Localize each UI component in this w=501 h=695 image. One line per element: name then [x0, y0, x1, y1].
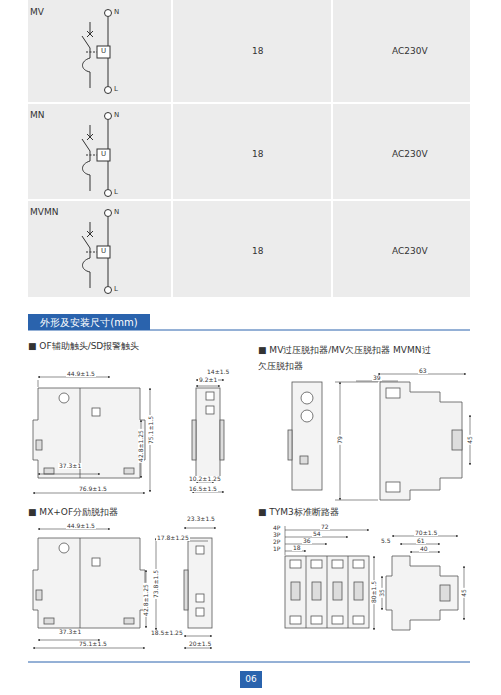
- dimension-label: 45: [467, 435, 473, 445]
- table-cell: AC230V: [392, 247, 428, 256]
- table-cell: MV: [30, 8, 44, 17]
- dimension-lines: [33, 377, 150, 493]
- pole-label: 4P: [272, 525, 281, 531]
- terminal-label: N: [114, 112, 119, 119]
- dimension-lines: [33, 528, 216, 648]
- terminal-label: L: [114, 286, 118, 293]
- section-heading-band: 外形及安装尺寸(mm): [28, 314, 150, 330]
- dimension-label: 9.2±1: [198, 377, 218, 383]
- table-cell: AC230V: [392, 150, 428, 159]
- table-cell: MN: [30, 111, 45, 120]
- page-number-box: 06: [240, 671, 262, 688]
- pole-label: 3P: [272, 532, 281, 538]
- voltage-release-front: [288, 382, 322, 490]
- table-cell: AC230V: [392, 47, 428, 56]
- dimension-label: 37.3±1: [58, 463, 82, 469]
- dimension-label: 76.9±1.5: [78, 486, 108, 492]
- section-subheading: ■ TYM3标准断路器: [258, 508, 339, 517]
- table-cell: MVMN: [30, 208, 58, 217]
- dimension-label: 54: [312, 531, 322, 537]
- breaker-side: [386, 556, 458, 630]
- table-cell: 18: [252, 150, 263, 159]
- dimension-label: 73.8±1.5: [153, 569, 159, 599]
- release-symbol: [82, 10, 112, 94]
- coil-symbol-label: U: [101, 48, 106, 55]
- dimension-label: 39: [372, 375, 382, 381]
- dimension-label: 80±1.5: [371, 580, 377, 604]
- dimension-label: 42.8±1.25: [138, 429, 144, 463]
- dimension-label: 75.1±1.5: [148, 415, 154, 445]
- release-symbol: [82, 113, 112, 197]
- dimension-label: 40: [419, 546, 429, 552]
- dimension-label: 79: [337, 435, 343, 445]
- section-subheading: ■ MV过压脱扣器/MV欠压脱扣器 MVMN过欠压脱扣器: [258, 342, 433, 374]
- dimension-label: 45: [461, 588, 467, 598]
- dimension-label: 44.9±1.5: [66, 523, 96, 529]
- dimension-label: 37.3±1: [58, 629, 82, 635]
- pole-label: 1P: [272, 546, 281, 552]
- dimension-label: 70±1.5: [414, 530, 438, 536]
- release-symbol: [82, 210, 112, 294]
- dimension-label: 17.8±1.25: [156, 535, 190, 541]
- pole-label: 2P: [272, 539, 281, 545]
- dimension-label: 14±1.5: [206, 369, 230, 375]
- dimension-label: 61: [416, 538, 426, 544]
- voltage-release-side: [380, 382, 462, 500]
- dimension-lines: [285, 526, 464, 630]
- terminal-label: L: [114, 86, 118, 93]
- terminal-label: L: [114, 189, 118, 196]
- coil-symbol-label: U: [101, 248, 106, 255]
- of-contact-front: [33, 388, 145, 478]
- section-subheading: ■ MX+OF分励脱扣器: [28, 508, 118, 517]
- dimension-lines: [335, 374, 470, 500]
- dimension-label: 35: [379, 588, 385, 598]
- dimension-label: 63: [418, 368, 428, 374]
- dimension-label: 42.8±1.25: [143, 583, 149, 617]
- dimension-label: 16.5±1.5: [188, 486, 218, 492]
- table-cell: 18: [252, 47, 263, 56]
- dimension-label: 75.1±1.5: [78, 641, 108, 647]
- coil-symbol-label: U: [101, 151, 106, 158]
- dimension-label: 18.5±1.25: [150, 630, 184, 636]
- dimension-label: 36: [302, 538, 312, 544]
- dimension-label: 10.2±1.25: [188, 476, 222, 482]
- table-ground: [28, 0, 470, 297]
- dimension-label: 20±1.5: [188, 641, 212, 647]
- shunt-release-side: [184, 538, 212, 628]
- dimension-label: 72: [320, 524, 330, 530]
- node-text: 06: [245, 675, 256, 685]
- dimension-label: 5.5: [380, 538, 392, 544]
- dimension-label: 23.3±1.5: [186, 516, 216, 522]
- terminal-label: N: [114, 209, 119, 216]
- footer-rule: [28, 662, 470, 663]
- breaker-front: [285, 556, 369, 628]
- of-contact-side: [192, 388, 224, 478]
- terminal-label: N: [114, 9, 119, 16]
- section-subheading: ■ OF辅助触头/SD报警触头: [28, 342, 139, 351]
- dimension-label: 44.9±1.5: [66, 371, 96, 377]
- node-text: 外形及安装尺寸(mm): [40, 317, 137, 328]
- shunt-release-front: [33, 538, 145, 628]
- table-rules: [28, 0, 470, 297]
- dimension-label: 18: [292, 545, 302, 551]
- table-cell: 18: [252, 247, 263, 256]
